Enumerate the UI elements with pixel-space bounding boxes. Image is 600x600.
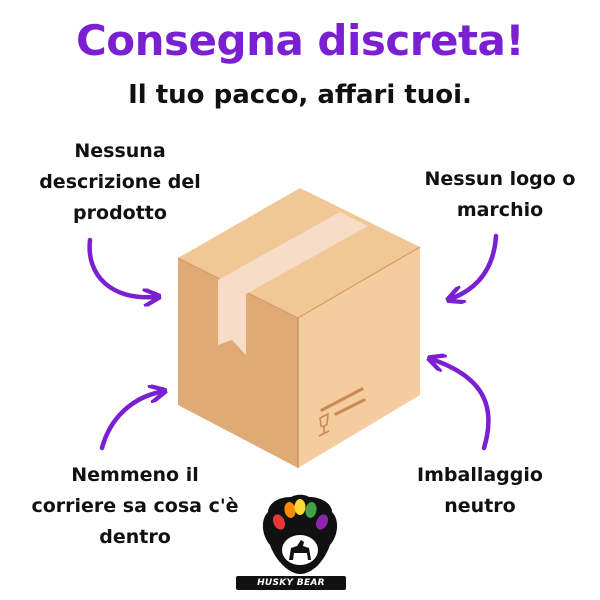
headline-title: Consegna discreta!	[75, 16, 525, 65]
tape-strip-top	[218, 212, 368, 294]
callout-no-logo: Nessun logo o marchio	[424, 168, 576, 221]
cardboard-box-icon	[177, 188, 421, 468]
arrow-icon-top-right	[453, 233, 499, 298]
arrow-icon-top-left	[87, 237, 154, 297]
arrow-icon-bottom-left	[99, 392, 160, 451]
label-stripe	[334, 398, 366, 416]
rainbow-paw-logo	[262, 494, 338, 574]
label-stripe	[320, 387, 364, 412]
headline-subtitle: Il tuo pacco, affari tuoi.	[128, 80, 472, 110]
brand-logo-text: HUSKY BEAR	[236, 576, 346, 590]
callout-neutral-packaging: Imballaggio neutro	[417, 464, 543, 517]
dog-silhouette-icon	[289, 540, 311, 560]
callout-no-description: Nessuna descrizione del prodotto	[39, 140, 201, 224]
callout-courier-unaware: Nemmeno il corriere sa cosa c'è dentro	[31, 464, 239, 548]
fragile-glass-icon	[318, 412, 330, 437]
tape-strip-front	[218, 280, 246, 355]
arrow-icon-bottom-right	[434, 360, 491, 451]
